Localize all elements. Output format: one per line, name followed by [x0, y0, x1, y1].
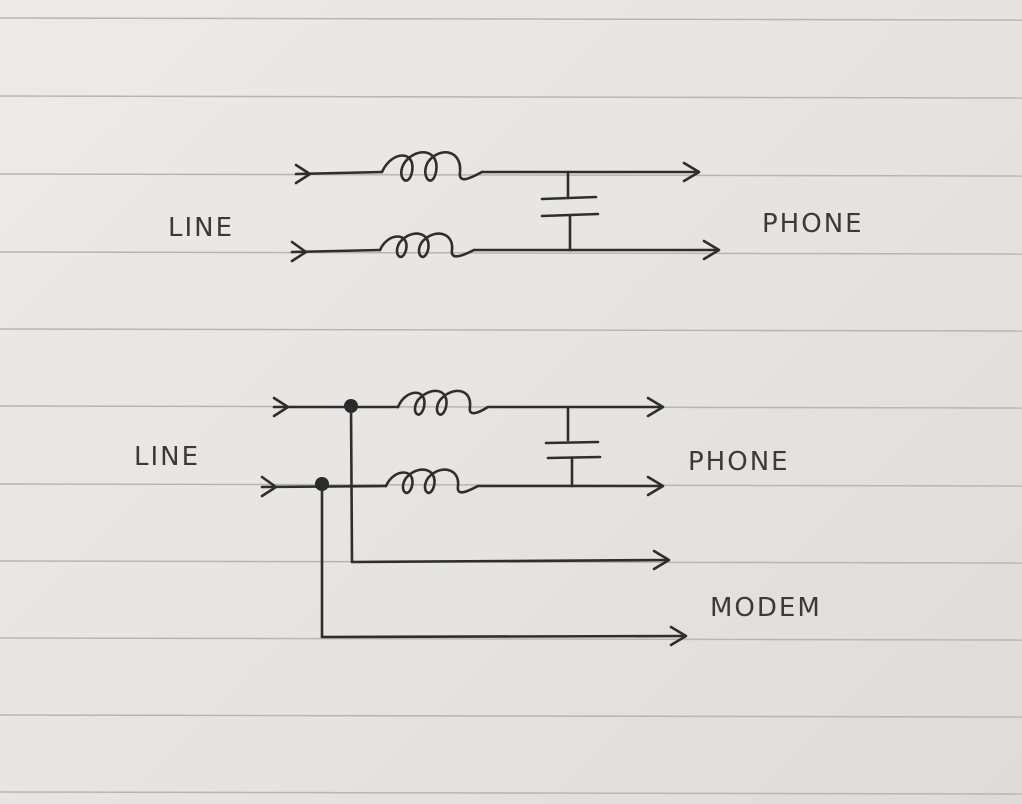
top-capacitor-upper-plate — [540, 195, 598, 201]
bottom-capacitor-upper-plate — [544, 440, 600, 445]
bottom-line-label: LINE — [134, 442, 200, 472]
bottom-upper-inductor — [396, 389, 490, 416]
top-upper-inductor — [380, 151, 484, 182]
bottom-modem-lower-arrow — [669, 625, 688, 647]
bottom-phone-label: PHONE — [688, 447, 790, 477]
bottom-upper-output-arrow — [646, 396, 665, 418]
top-upper-output-arrow — [682, 161, 701, 183]
top-lower-output-arrow — [702, 239, 721, 261]
top-phone-label: PHONE — [762, 209, 864, 239]
top-upper-wire-in — [294, 170, 384, 176]
top-lower-inductor — [378, 232, 476, 259]
top-lower-wire-in — [290, 248, 382, 254]
top-line-label: LINE — [168, 213, 234, 243]
bottom-modem-upper-arrow — [652, 549, 671, 571]
bottom-capacitor-lower-plate — [546, 455, 602, 460]
top-filter-diagram: LINE PHONE — [168, 151, 864, 263]
bottom-lower-output-arrow — [646, 475, 665, 497]
bottom-modem-label: MODEM — [710, 593, 822, 623]
bottom-modem-wire-upper — [349, 404, 670, 564]
bottom-filter-diagram: LINE PHONE MODEM — [134, 389, 822, 647]
bottom-modem-wire-lower — [320, 482, 687, 639]
bottom-lower-inductor — [384, 468, 480, 495]
